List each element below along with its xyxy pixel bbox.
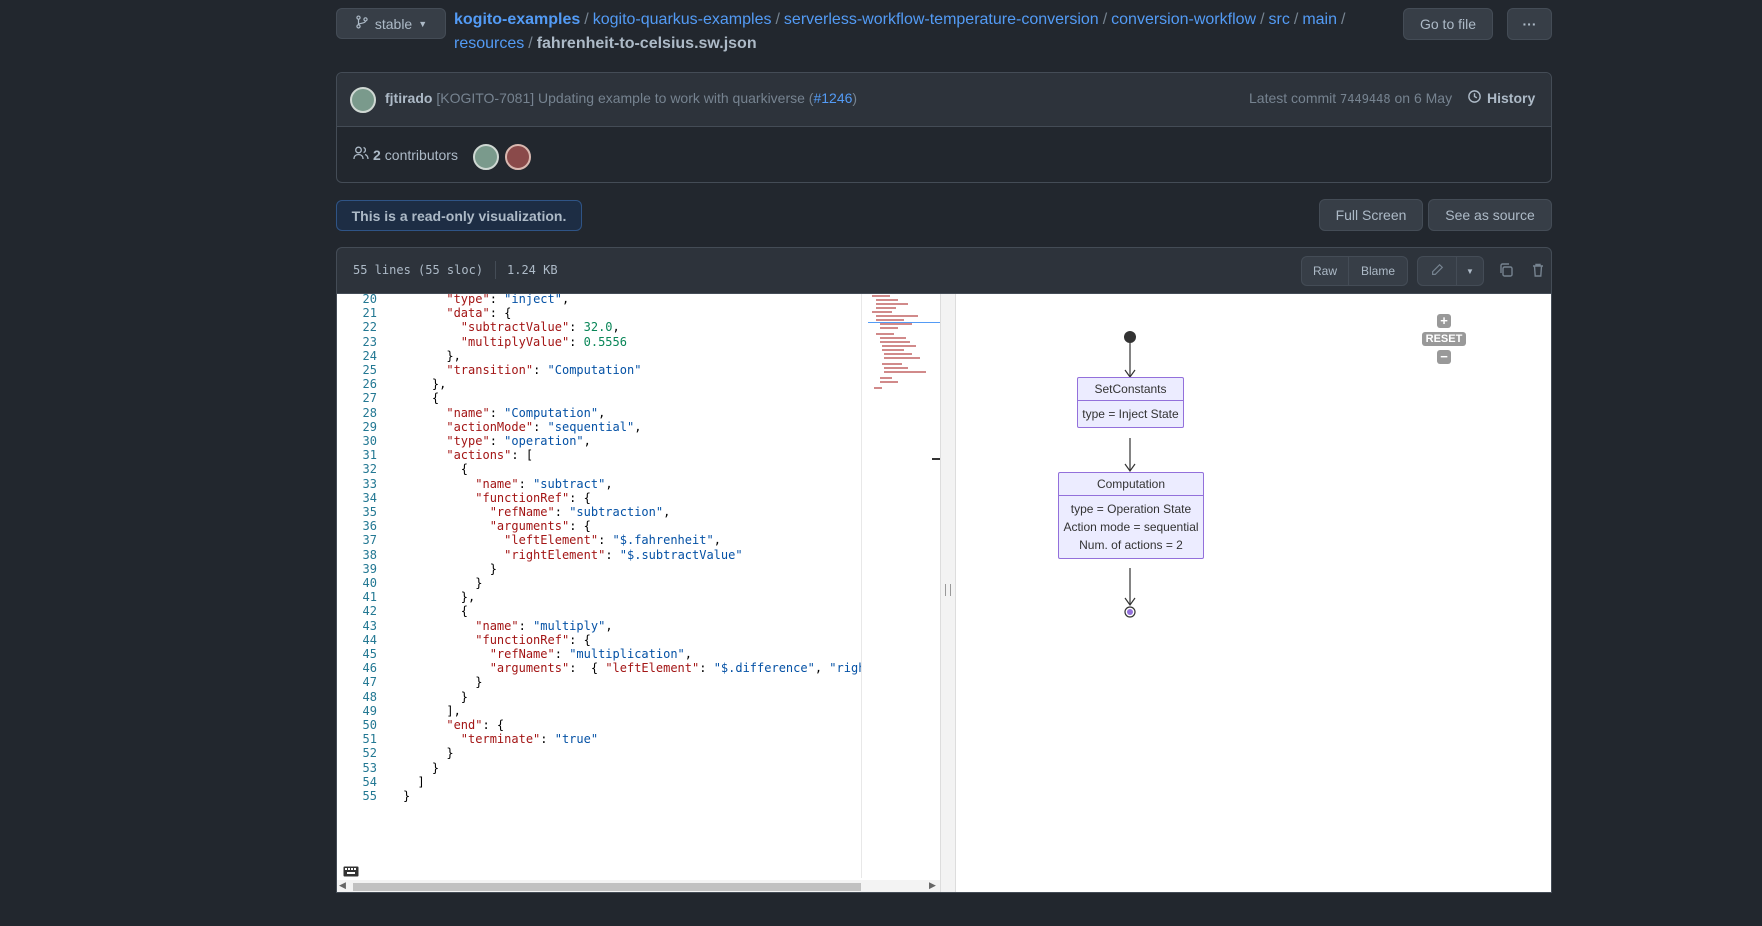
branch-selector[interactable]: stable ▼ [336, 8, 446, 39]
state-detail: Action mode = sequential [1063, 518, 1199, 536]
history-label: History [1487, 90, 1535, 106]
breadcrumb-segment[interactable]: main [1302, 11, 1337, 28]
commit-author[interactable]: fjtirado [385, 90, 432, 106]
breadcrumb-segment[interactable]: serverless-workflow-temperature-conversi… [784, 11, 1099, 28]
state-title: SetConstants [1078, 378, 1183, 401]
commit-summary: fjtirado [KOGITO-7081] Updating example … [385, 90, 857, 106]
state-node-computation[interactable]: Computation type = Operation State Actio… [1058, 472, 1204, 559]
branch-icon [355, 15, 369, 32]
scroll-right-icon[interactable]: ▶ [929, 880, 936, 891]
pencil-icon [1430, 263, 1444, 280]
full-screen-button[interactable]: Full Screen [1319, 199, 1423, 231]
contributors[interactable]: 2 contributors [353, 146, 458, 163]
breadcrumb: kogito-examples/kogito-quarkus-examples/… [454, 8, 1374, 56]
avatar[interactable] [350, 87, 376, 113]
state-detail: Num. of actions = 2 [1063, 536, 1199, 554]
drag-handle-icon [945, 584, 951, 596]
history-link[interactable]: History [1467, 89, 1535, 107]
breadcrumb-file: fahrenheit-to-celsius.sw.json [537, 35, 757, 52]
raw-button[interactable]: Raw [1301, 256, 1349, 286]
commit-pr-link[interactable]: #1246 [813, 90, 852, 106]
minimap-scroll-marker [932, 458, 940, 460]
edit-button[interactable] [1417, 256, 1457, 286]
line-number: 55 [337, 788, 377, 804]
code-editor[interactable]: 20 "type": "inject",21 "data": {22 "subt… [337, 294, 861, 878]
state-node-setconstants[interactable]: SetConstants type = Inject State [1077, 377, 1184, 428]
splitter-handle[interactable] [940, 294, 955, 893]
commit-message-end: ) [852, 90, 857, 106]
chevron-down-icon: ▼ [418, 19, 427, 29]
line-content: } [403, 788, 410, 804]
copy-icon[interactable] [1498, 262, 1514, 282]
breadcrumb-segment[interactable]: conversion-workflow [1111, 11, 1256, 28]
horizontal-scrollbar[interactable]: ◀ ▶ [337, 880, 940, 893]
state-detail: type = Operation State [1063, 500, 1199, 518]
chevron-down-icon: ▼ [1466, 267, 1474, 276]
commit-date: on 6 May [1395, 90, 1453, 106]
state-detail: type = Inject State [1082, 405, 1179, 423]
commit-box: fjtirado [KOGITO-7081] Updating example … [336, 72, 1552, 183]
minimap[interactable] [861, 294, 940, 878]
contributors-count: 2 [373, 147, 381, 163]
latest-commit: Latest commit 7449448 on 6 May [1249, 90, 1452, 106]
file-info-divider [495, 261, 496, 279]
workflow-diagram[interactable]: + RESET − SetConstants type = Inject Sta… [955, 294, 1552, 893]
scroll-left-icon[interactable]: ◀ [339, 880, 346, 891]
latest-commit-label: Latest commit [1249, 90, 1336, 106]
end-node-inner [1127, 609, 1133, 615]
commit-sha[interactable]: 7449448 [1340, 92, 1391, 106]
edit-dropdown-button[interactable]: ▼ [1456, 256, 1484, 286]
more-options-button[interactable]: ··· [1507, 8, 1552, 40]
breadcrumb-segment[interactable]: resources [454, 35, 524, 52]
delete-icon[interactable] [1530, 262, 1546, 282]
breadcrumb-segment[interactable]: src [1269, 11, 1290, 28]
start-node [1124, 331, 1136, 343]
file-size: 1.24 KB [507, 263, 558, 277]
contributor-avatar[interactable] [473, 144, 499, 170]
file-line-count: 55 lines (55 sloc) [353, 263, 483, 277]
read-only-notice: This is a read-only visualization. [336, 200, 582, 231]
go-to-file-button[interactable]: Go to file [1403, 8, 1493, 40]
state-title: Computation [1059, 473, 1203, 496]
see-as-source-button[interactable]: See as source [1428, 199, 1552, 231]
contributors-label: contributors [385, 147, 458, 163]
contributor-avatar[interactable] [505, 144, 531, 170]
branch-label: stable [375, 16, 412, 32]
file-header: 55 lines (55 sloc) 1.24 KB Raw Blame ▼ [336, 247, 1552, 294]
scrollbar-thumb[interactable] [353, 883, 861, 891]
commit-message[interactable]: [KOGITO-7081] Updating example to work w… [436, 90, 813, 106]
editor-panel: 20 "type": "inject",21 "data": {22 "subt… [336, 293, 1552, 893]
breadcrumb-segment[interactable]: kogito-quarkus-examples [593, 11, 772, 28]
diagram-edges [956, 294, 1552, 893]
people-icon [353, 146, 369, 163]
code-line[interactable]: 55} [337, 788, 861, 804]
breadcrumb-repo[interactable]: kogito-examples [454, 11, 580, 28]
blame-button[interactable]: Blame [1348, 256, 1408, 286]
history-icon [1467, 89, 1482, 107]
keyboard-icon[interactable] [343, 864, 359, 881]
